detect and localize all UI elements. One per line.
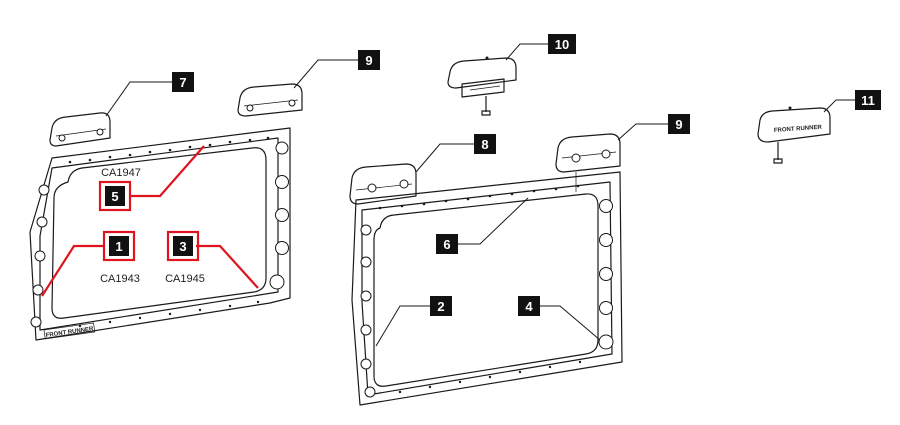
svg-text:11: 11 [861, 93, 875, 108]
bracket-10 [447, 56, 517, 116]
left-frame-bottom-holes [78, 300, 260, 328]
right-frame-top-holes [378, 184, 580, 210]
callout-1: 1 [102, 230, 136, 262]
svg-text:4: 4 [525, 299, 533, 314]
bracket-11: FRONT RUNNER [757, 106, 831, 164]
left-frame-side-holes [30, 141, 289, 328]
left-frame-bracket-front [49, 112, 111, 147]
svg-text:1: 1 [115, 239, 122, 254]
part-code-ca1943: CA1943 [100, 273, 140, 285]
svg-text:9: 9 [365, 53, 372, 68]
part-code-ca1945: CA1945 [165, 273, 205, 285]
callout-4: 4 [518, 296, 540, 316]
left-frame: FRONT RUNNER [29, 83, 303, 341]
callout-11: 11 [855, 90, 881, 110]
callout-2: 2 [430, 296, 452, 316]
left-frame-top-holes [68, 136, 270, 164]
svg-text:5: 5 [111, 189, 118, 204]
part-code-ca1947: CA1947 [101, 167, 141, 179]
callout-8: 8 [474, 134, 496, 154]
right-frame-bracket-rear [555, 133, 621, 173]
svg-text:10: 10 [555, 37, 569, 52]
right-frame-bottom-holes [398, 360, 582, 394]
right-frame [349, 133, 623, 406]
callout-5: 5 [98, 180, 132, 212]
callout-9-right: 9 [668, 114, 690, 134]
left-frame-bracket-rear [237, 83, 303, 117]
leader-lines [41, 43, 855, 347]
callout-9-left: 9 [358, 50, 380, 70]
bracket-11-brand-mark: FRONT RUNNER [774, 125, 823, 134]
callout-10: 10 [548, 34, 576, 54]
callout-6: 6 [436, 234, 458, 254]
callout-3: 3 [166, 230, 200, 262]
svg-text:9: 9 [675, 117, 682, 132]
svg-text:3: 3 [179, 239, 186, 254]
svg-text:2: 2 [437, 299, 444, 314]
svg-text:8: 8 [481, 137, 488, 152]
callout-7: 7 [172, 72, 194, 92]
right-frame-bracket-front [349, 163, 417, 205]
right-frame-side-holes [360, 199, 614, 398]
svg-text:6: 6 [443, 237, 450, 252]
svg-text:7: 7 [179, 75, 186, 90]
